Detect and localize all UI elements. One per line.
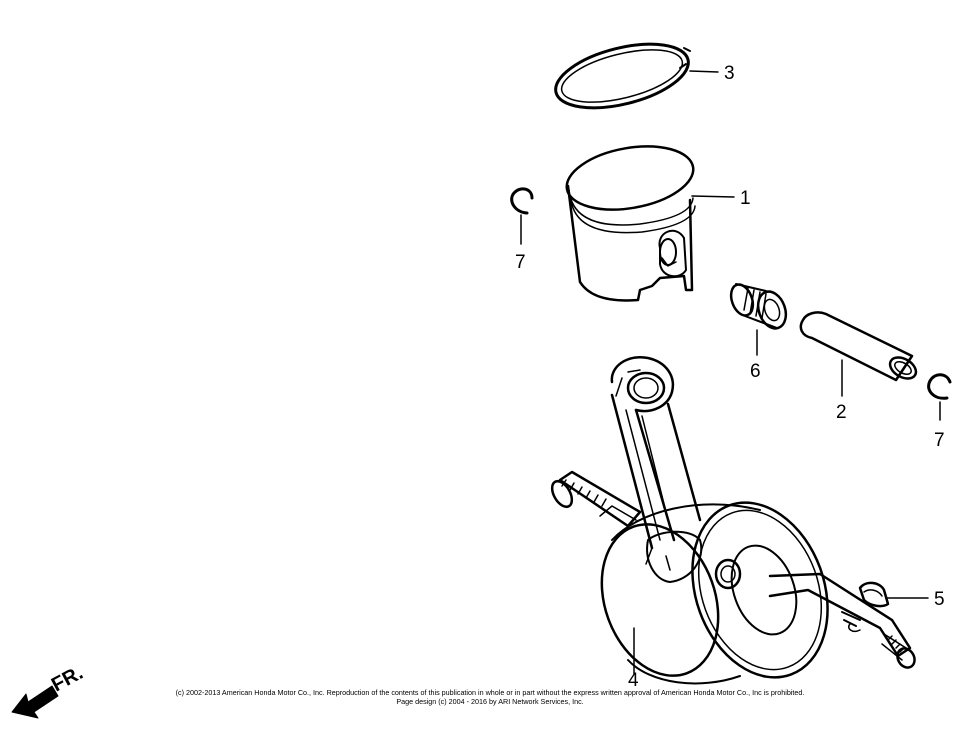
copyright-notice: (c) 2002-2013 American Honda Motor Co., …: [175, 688, 805, 697]
woodruff-key: [858, 581, 890, 608]
leader-line-1: [691, 195, 735, 198]
clip-right: [927, 373, 952, 400]
crankshaft-assembly: [550, 355, 916, 685]
callout-5: 5: [934, 589, 945, 610]
callout-1: 1: [740, 188, 751, 209]
clip-left: [510, 187, 534, 215]
callout-7-right: 7: [934, 430, 945, 451]
piston-ring: [554, 42, 691, 110]
callout-6: 6: [750, 361, 761, 382]
callout-4: 4: [628, 670, 639, 691]
needle-bearing: [729, 283, 788, 330]
page-design-notice: Page design (c) 2004 - 2016 by ARI Netwo…: [396, 697, 584, 706]
piston: [565, 145, 696, 302]
leader-line-3: [689, 70, 719, 73]
callout-3: 3: [724, 63, 735, 84]
callout-7-left: 7: [515, 252, 526, 273]
callout-2: 2: [836, 402, 847, 423]
piston-pin: [799, 311, 918, 382]
